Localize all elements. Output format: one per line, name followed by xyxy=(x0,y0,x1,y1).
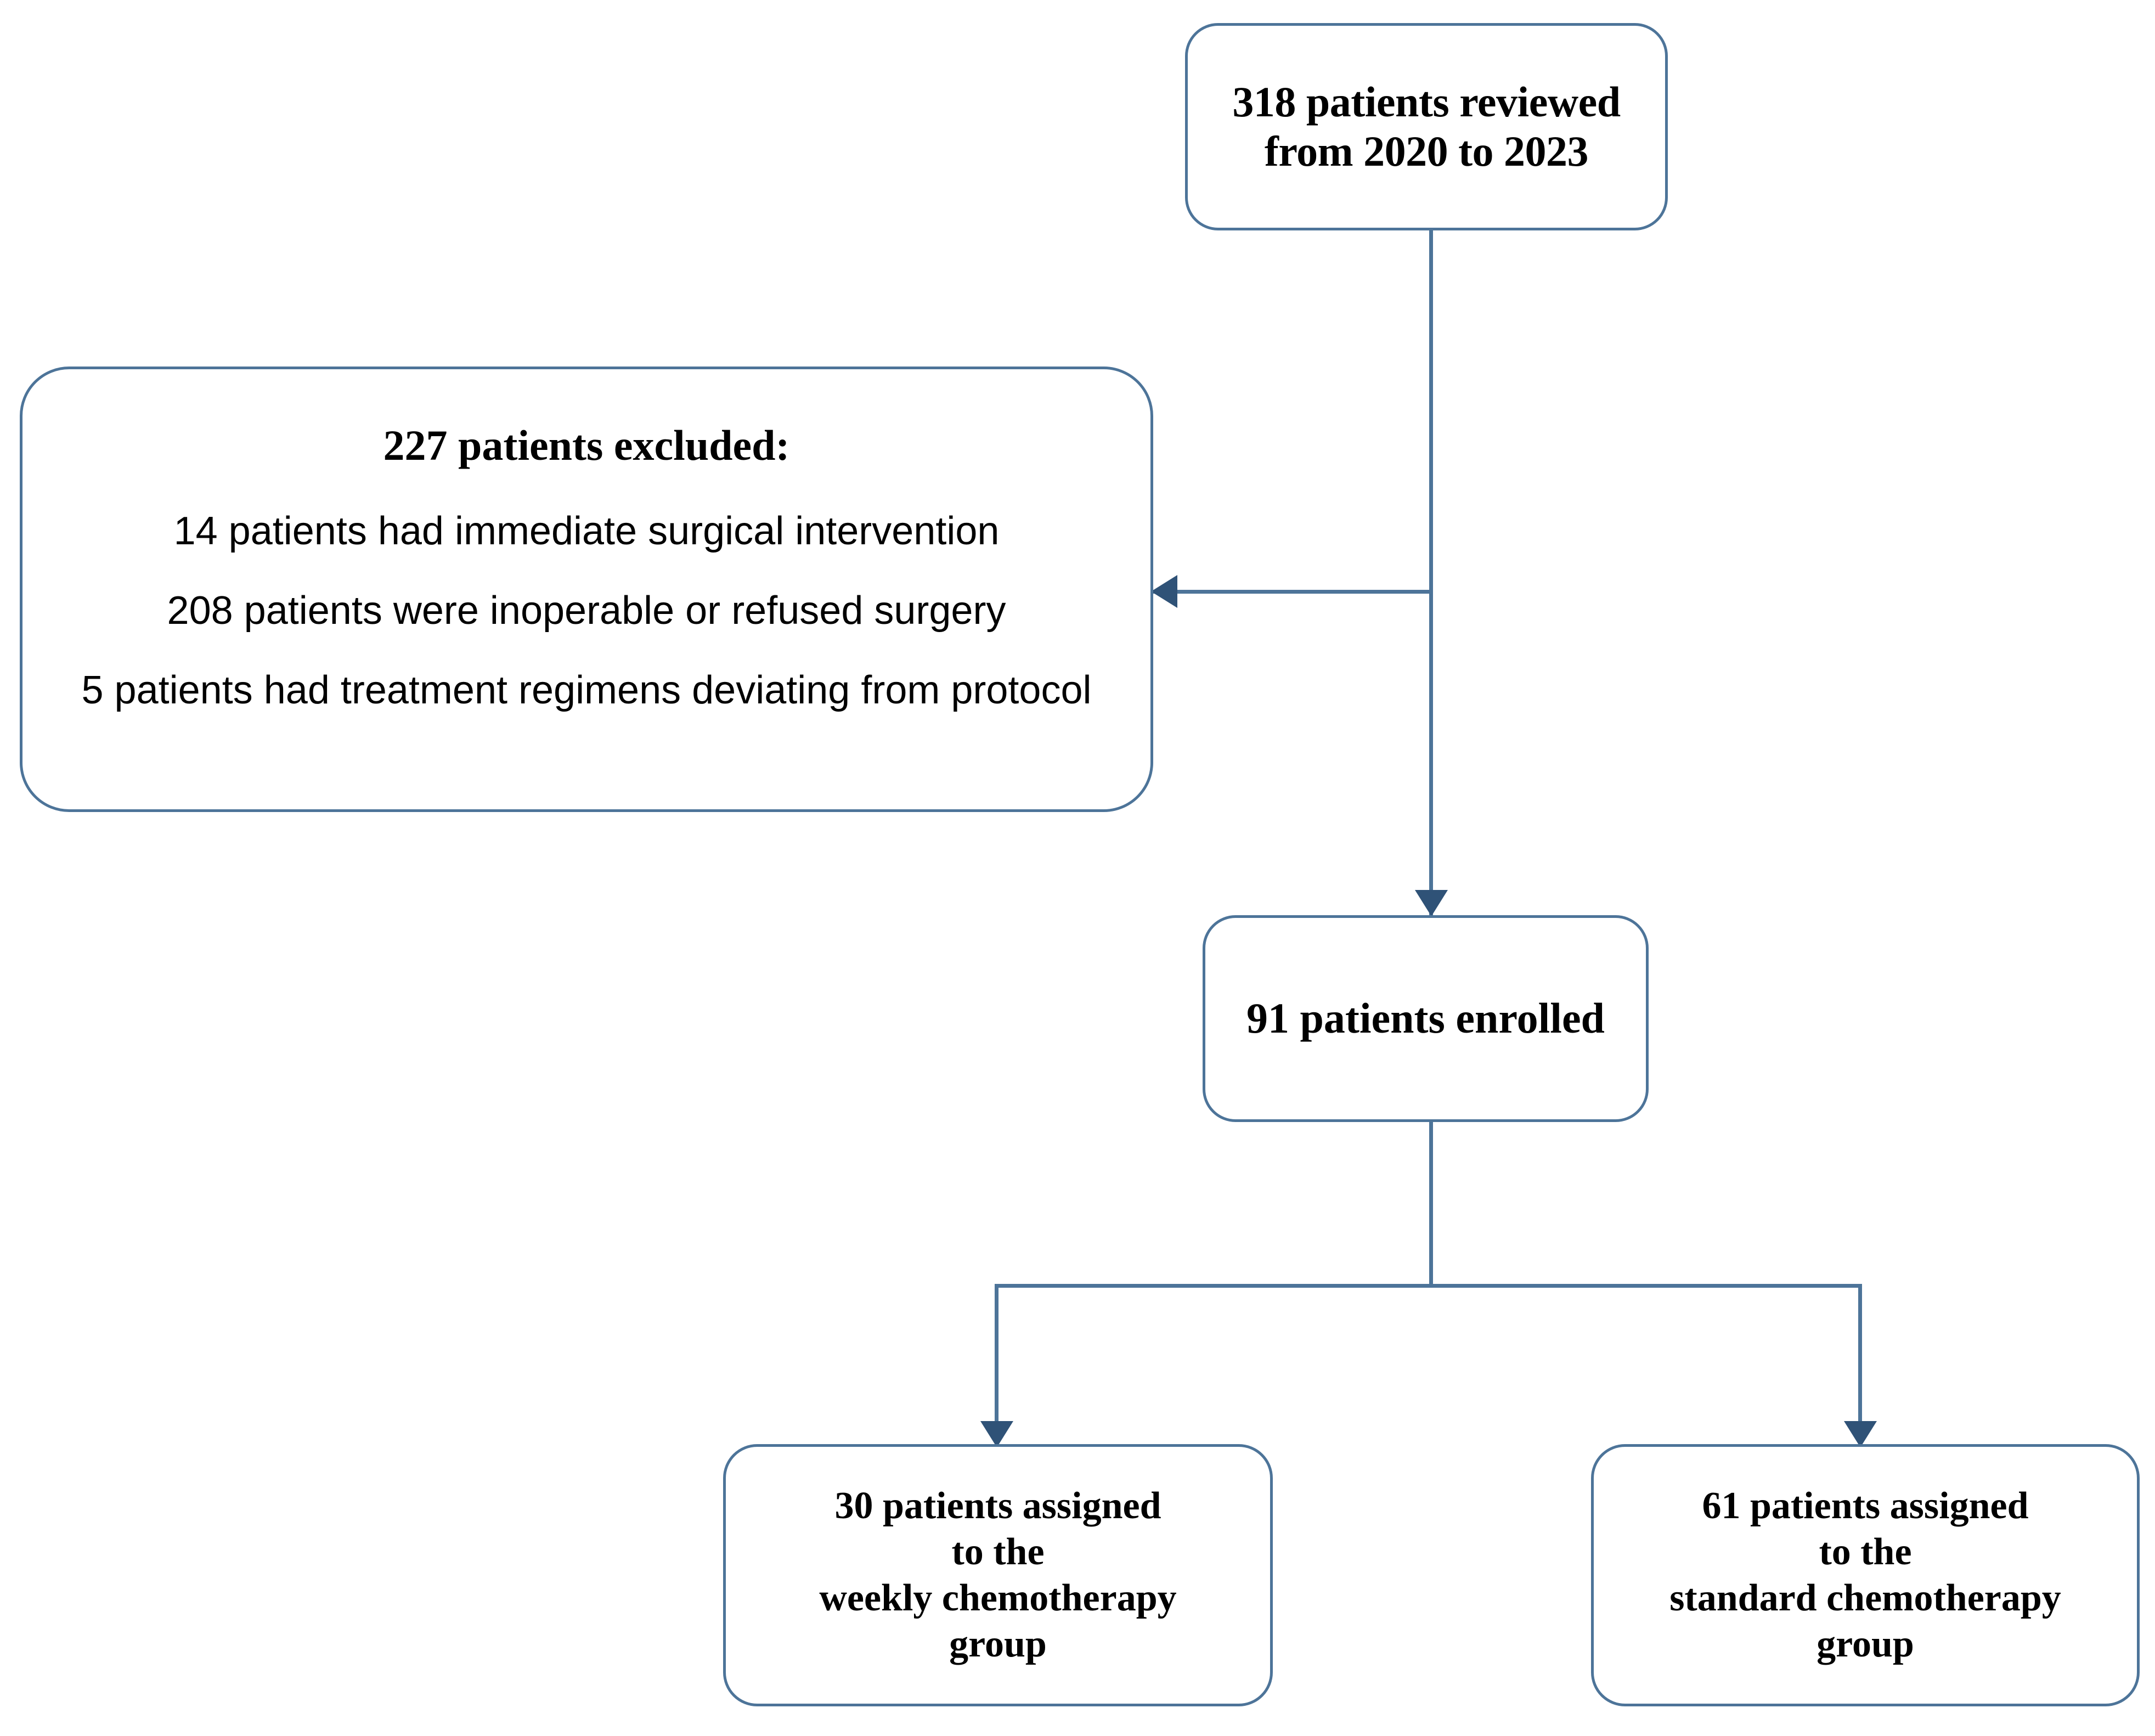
node-reviewed-line-1: 318 patients reviewed xyxy=(1232,77,1621,126)
connector-reviewed-to-excluded xyxy=(1153,590,1431,594)
node-weekly-chemotherapy-group: 30 patients assigned to the weekly chemo… xyxy=(723,1444,1273,1706)
node-weekly-line-4: group xyxy=(949,1623,1047,1665)
node-standard-line-4: group xyxy=(1816,1623,1914,1665)
connector-enrolled-trunk xyxy=(1429,1122,1433,1286)
node-patients-excluded: 227 patients excluded: 14 patients had i… xyxy=(20,367,1153,812)
node-reviewed-line-2: from 2020 to 2023 xyxy=(1264,127,1589,175)
node-standard-line-3: standard chemotherapy xyxy=(1669,1577,2061,1619)
node-patients-enrolled: 91 patients enrolled xyxy=(1203,915,1649,1122)
node-excluded-title: 227 patients excluded: xyxy=(383,421,790,469)
arrowhead-down-icon-standard xyxy=(1844,1421,1877,1447)
node-patients-reviewed: 318 patients reviewed from 2020 to 2023 xyxy=(1185,23,1668,230)
arrowhead-down-icon-weekly xyxy=(980,1421,1013,1447)
node-standard-line-2: to the xyxy=(1819,1531,1912,1573)
node-standard-line-1: 61 patients assigned xyxy=(1702,1485,2029,1527)
node-enrolled-line-1: 91 patients enrolled xyxy=(1246,994,1605,1042)
arrowhead-left-icon-excluded xyxy=(1151,575,1177,608)
node-excluded-reason-3: 5 patients had treatment regimens deviat… xyxy=(81,668,1092,713)
node-excluded-reason-1: 14 patients had immediate surgical inter… xyxy=(173,509,1000,553)
connector-split-horizontal xyxy=(995,1284,1862,1288)
node-weekly-line-2: to the xyxy=(951,1531,1045,1573)
node-weekly-line-3: weekly chemotherapy xyxy=(819,1577,1177,1619)
node-excluded-reason-2: 208 patients were inoperable or refused … xyxy=(167,588,1006,633)
arrowhead-down-icon-enrolled xyxy=(1415,890,1448,916)
connector-branch-standard xyxy=(1858,1284,1862,1446)
node-weekly-line-1: 30 patients assigned xyxy=(834,1485,1161,1527)
connector-reviewed-to-enrolled xyxy=(1429,230,1433,916)
node-standard-chemotherapy-group: 61 patients assigned to the standard che… xyxy=(1591,1444,2140,1706)
connector-branch-weekly xyxy=(995,1284,998,1446)
